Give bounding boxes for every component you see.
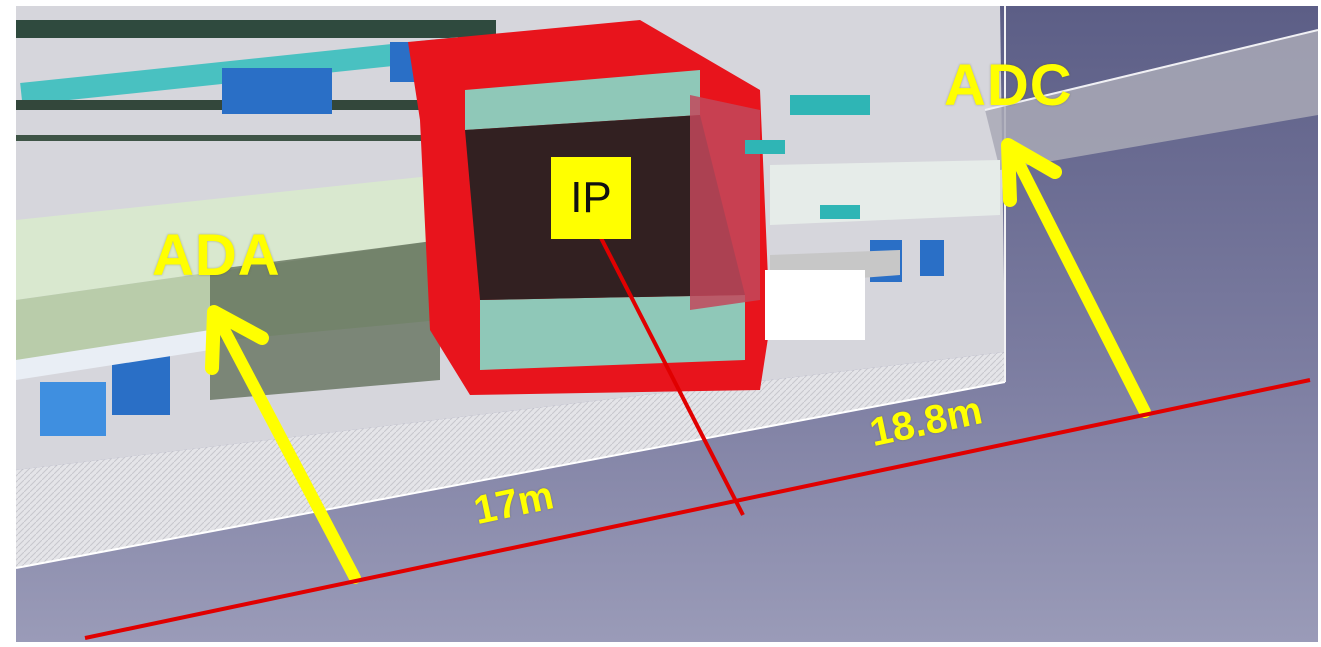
beam-pipe-edge: [984, 29, 1319, 111]
cyan-equipment-2: [745, 140, 785, 154]
platform-right: [770, 160, 1000, 225]
blue-rack-right-2: [920, 240, 944, 276]
overhead-rail: [16, 20, 496, 38]
magnet-coil-bottom: [480, 295, 745, 370]
distance-baseline: [84, 378, 1311, 640]
ip-label-box: IP: [551, 157, 631, 239]
magnet-coil-top: [465, 70, 700, 130]
arrow-to-adc: [1001, 138, 1151, 418]
shielding-base: [16, 330, 210, 380]
magnet-side-return: [690, 95, 760, 310]
cavern-floor-slab: [16, 352, 1005, 568]
shielding-upper: [16, 175, 440, 300]
arrow-to-ada: [205, 305, 361, 584]
blue-panel-bottom-left: [40, 382, 106, 436]
support-frame-left: [210, 240, 440, 400]
adc-label: ADC: [944, 53, 1073, 118]
beam-pipe-right: [985, 30, 1318, 170]
ip-label: IP: [570, 173, 612, 222]
slab-edge: [15, 381, 1006, 569]
white-equipment-box: [765, 270, 865, 340]
cyan-equipment-3: [820, 205, 860, 219]
blue-racks-top: [222, 68, 332, 114]
overhead-beam-2: [16, 135, 496, 141]
cyan-equipment: [790, 95, 870, 115]
ip-marker-line: [599, 237, 745, 516]
ada-label: ADA: [152, 223, 281, 288]
